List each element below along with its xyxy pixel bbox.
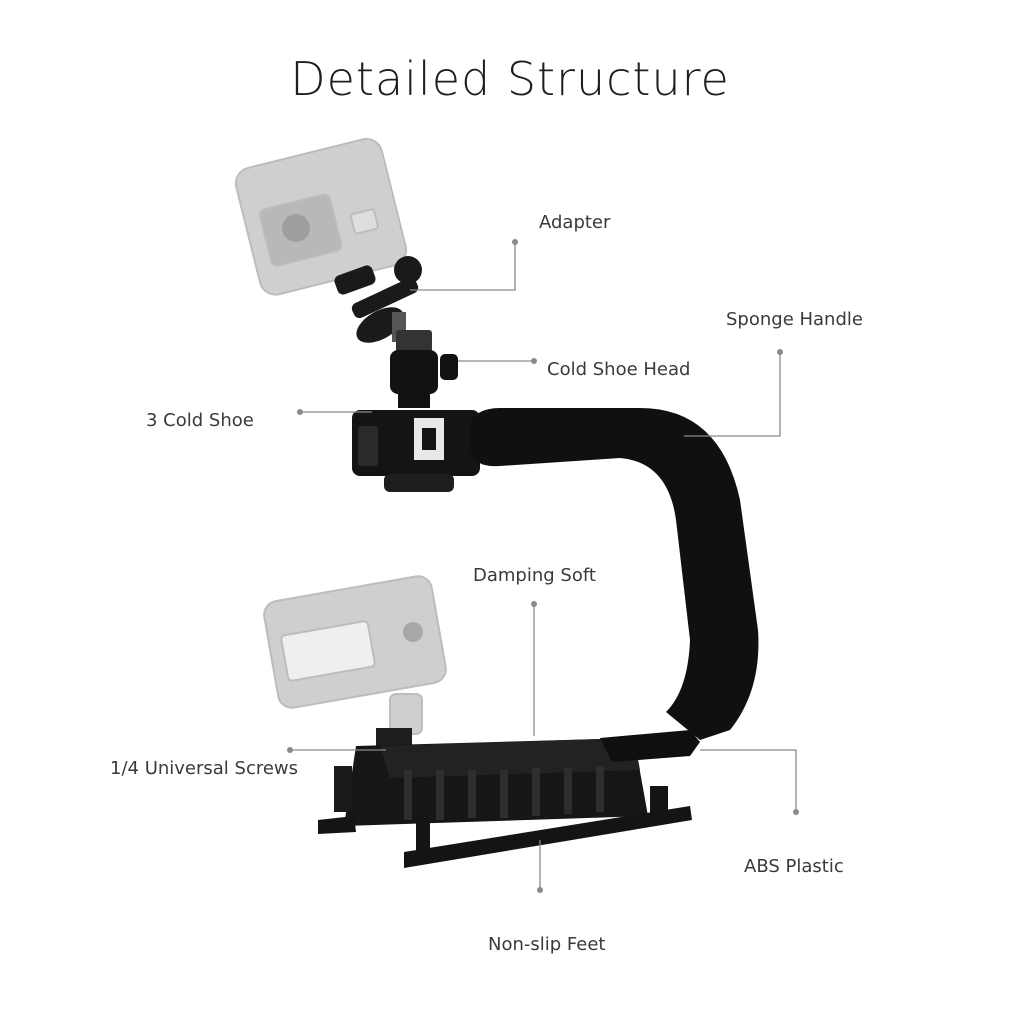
cold-shoe-head xyxy=(390,330,458,408)
label-damping-soft: Damping Soft xyxy=(473,565,596,586)
label-sponge-handle: Sponge Handle xyxy=(726,309,863,330)
sponge-handle xyxy=(470,408,759,740)
label-cold-shoe-head: Cold Shoe Head xyxy=(547,359,691,380)
base-plate xyxy=(334,728,700,826)
label-adapter: Adapter xyxy=(539,212,611,233)
leader-adapter xyxy=(410,242,516,291)
triple-cold-shoe xyxy=(352,410,480,492)
page-title: Detailed Structure xyxy=(290,52,730,106)
leader-abs xyxy=(700,749,797,812)
label-non-slip-feet: Non-slip Feet xyxy=(488,934,606,955)
non-slip-feet xyxy=(318,786,692,868)
led-light-image xyxy=(263,575,447,735)
label-cold-shoe: 3 Cold Shoe xyxy=(146,410,254,431)
label-universal-screws: 1/4 Universal Screws xyxy=(110,758,299,779)
adapter-joint xyxy=(334,256,422,343)
leader-sponge xyxy=(684,352,781,437)
action-camera-image xyxy=(234,137,408,296)
label-abs-plastic: ABS Plastic xyxy=(744,856,844,877)
